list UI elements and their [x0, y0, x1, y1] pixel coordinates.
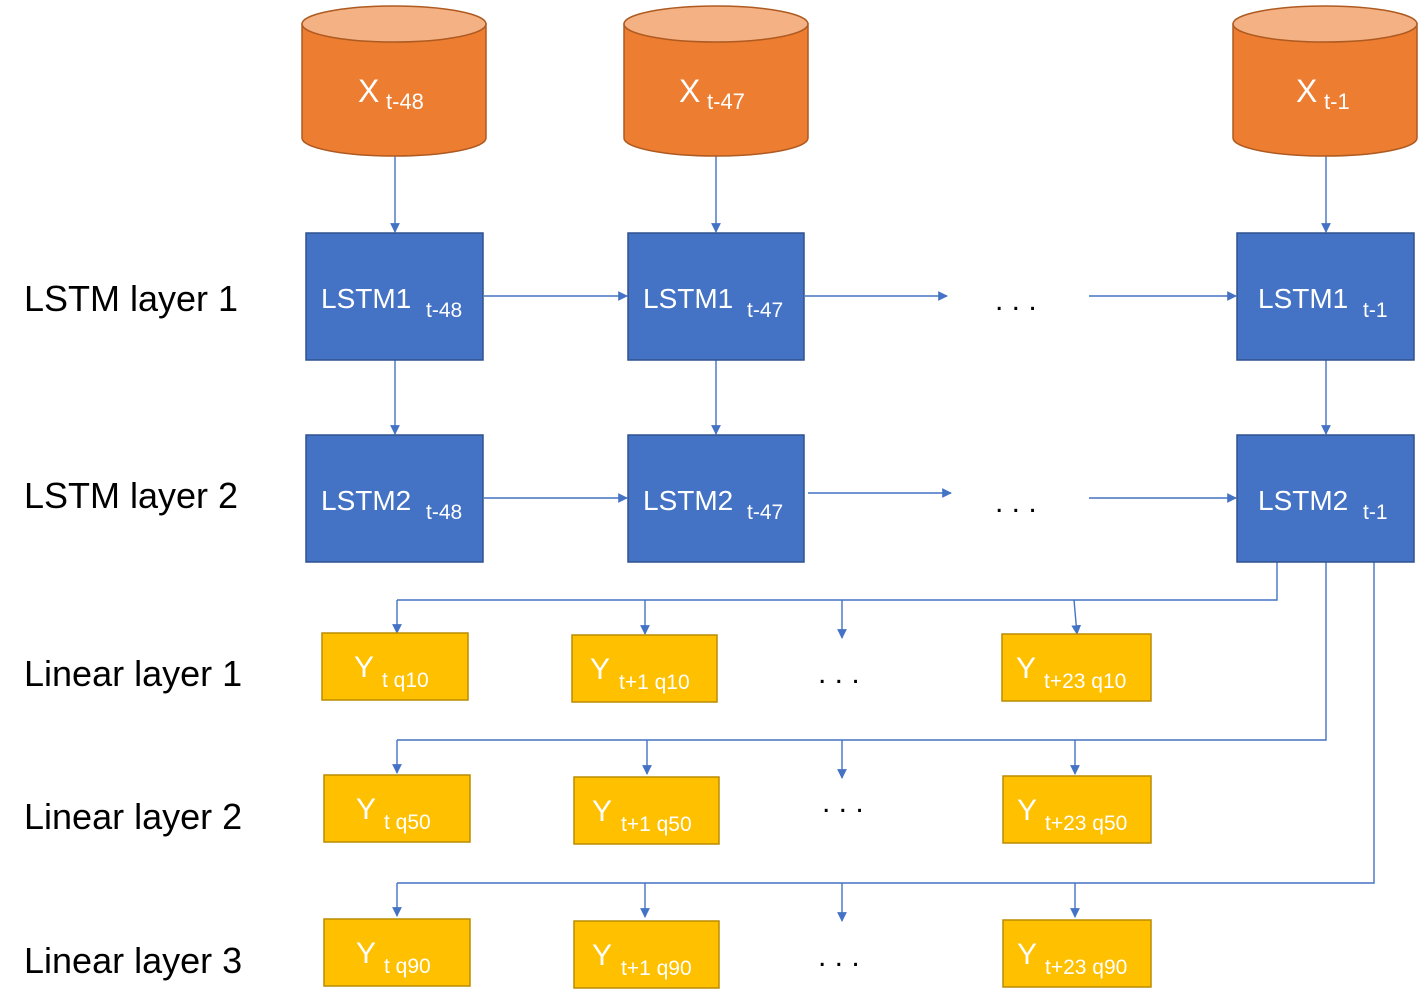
- row-label-lstm-layer-1: LSTM layer 1: [24, 278, 239, 319]
- input-main-label: X: [1296, 73, 1317, 109]
- linear1-node-t: Y t q10: [321, 632, 469, 701]
- arrow-to-y-t23-q10: [1071, 599, 1082, 635]
- lstm1-ellipsis: . . .: [995, 284, 1037, 317]
- lstm-sub-label: t-47: [747, 299, 783, 322]
- lstm2-node-t-1: LSTM2 t-1: [1236, 434, 1415, 563]
- input-cylinder-t-48: X t-48: [301, 5, 487, 157]
- lstm-main-label: LSTM1: [321, 283, 411, 314]
- row-label-linear-layer-2: Linear layer 2: [24, 796, 243, 837]
- linear2-node-t: Y t q50: [323, 774, 471, 843]
- lstm-layer-2-nodes: LSTM2 t-48 LSTM2 t-47 . . . LSTM2 t-1: [305, 434, 1415, 563]
- output-main-label: Y: [1016, 652, 1036, 685]
- lstm-sub-label: t-48: [426, 299, 462, 322]
- output-sub-label: t+1 q90: [621, 957, 692, 980]
- input-cylinders: X t-48 X t-47 X t-1: [301, 5, 1418, 157]
- linear3-node-t: Y t q90: [323, 918, 471, 987]
- output-main-label: Y: [1017, 794, 1037, 827]
- linear1-ellipsis: . . .: [818, 657, 860, 690]
- output-main-label: Y: [1017, 938, 1037, 971]
- lstm-main-label: LSTM2: [1258, 485, 1348, 516]
- output-sub-label: t q50: [384, 811, 431, 834]
- lstm1-node-t-48: LSTM1 t-48: [305, 232, 484, 361]
- lstm-sub-label: t-48: [426, 501, 462, 524]
- input-sub-label: t-47: [707, 89, 745, 114]
- linear-layer-3-nodes: Y t q90 Y t+1 q90 . . . Y t+23 q90: [323, 918, 1152, 989]
- output-sub-label: t+1 q10: [619, 671, 690, 694]
- lstm-sub-label: t-47: [747, 501, 783, 524]
- output-main-label: Y: [592, 795, 612, 828]
- input-main-label: X: [358, 73, 379, 109]
- output-main-label: Y: [356, 937, 376, 970]
- linear2-node-t-plus-1: Y t+1 q50: [573, 776, 720, 845]
- output-sub-label: t+23 q10: [1044, 670, 1126, 693]
- output-sub-label: t+23 q90: [1045, 956, 1127, 979]
- lstm-main-label: LSTM2: [643, 485, 733, 516]
- linear2-ellipsis: . . .: [822, 786, 864, 819]
- lstm-sub-label: t-1: [1363, 299, 1388, 322]
- lstm2-node-t-47: LSTM2 t-47: [627, 434, 805, 563]
- output-main-label: Y: [592, 939, 612, 972]
- linear2-node-t-plus-23: Y t+23 q50: [1002, 775, 1152, 844]
- branch-line-linear-1: [397, 562, 1278, 601]
- lstm-main-label: LSTM2: [321, 485, 411, 516]
- output-main-label: Y: [590, 653, 610, 686]
- lstm1-node-t-1: LSTM1 t-1: [1236, 232, 1415, 361]
- input-main-label: X: [679, 73, 700, 109]
- output-sub-label: t+1 q50: [621, 813, 692, 836]
- input-cylinder-t-1: X t-1: [1232, 5, 1418, 157]
- input-cylinder-t-47: X t-47: [623, 5, 809, 157]
- output-sub-label: t q90: [384, 955, 431, 978]
- linear3-ellipsis: . . .: [818, 940, 860, 973]
- lstm-layer-1-nodes: LSTM1 t-48 LSTM1 t-47 . . . LSTM1 t-1: [305, 232, 1415, 361]
- output-sub-label: t+23 q50: [1045, 812, 1127, 835]
- input-sub-label: t-1: [1324, 89, 1350, 114]
- input-sub-label: t-48: [386, 89, 424, 114]
- lstm-main-label: LSTM1: [1258, 283, 1348, 314]
- row-label-linear-layer-1: Linear layer 1: [24, 653, 243, 694]
- output-sub-label: t q10: [382, 669, 429, 692]
- linear3-node-t-plus-1: Y t+1 q90: [573, 920, 720, 989]
- connectors: [390, 155, 1375, 922]
- lstm2-ellipsis: . . .: [995, 486, 1037, 519]
- linear1-node-t-plus-1: Y t+1 q10: [571, 634, 718, 703]
- linear-layer-1-nodes: Y t q10 Y t+1 q10 . . . Y t+23 q10: [321, 632, 1152, 703]
- linear-layer-2-nodes: Y t q50 Y t+1 q50 . . . Y t+23 q50: [323, 774, 1152, 845]
- row-label-linear-layer-3: Linear layer 3: [24, 940, 243, 981]
- row-label-lstm-layer-2: LSTM layer 2: [24, 475, 239, 516]
- output-main-label: Y: [356, 793, 376, 826]
- output-main-label: Y: [354, 651, 374, 684]
- lstm1-node-t-47: LSTM1 t-47: [627, 232, 805, 361]
- branch-line-linear-2: [397, 562, 1327, 741]
- branch-line-linear-3: [397, 562, 1375, 884]
- lstm-main-label: LSTM1: [643, 283, 733, 314]
- linear1-node-t-plus-23: Y t+23 q10: [1001, 633, 1152, 702]
- linear3-node-t-plus-23: Y t+23 q90: [1002, 919, 1152, 988]
- lstm-sub-label: t-1: [1363, 501, 1388, 524]
- lstm2-node-t-48: LSTM2 t-48: [305, 434, 484, 563]
